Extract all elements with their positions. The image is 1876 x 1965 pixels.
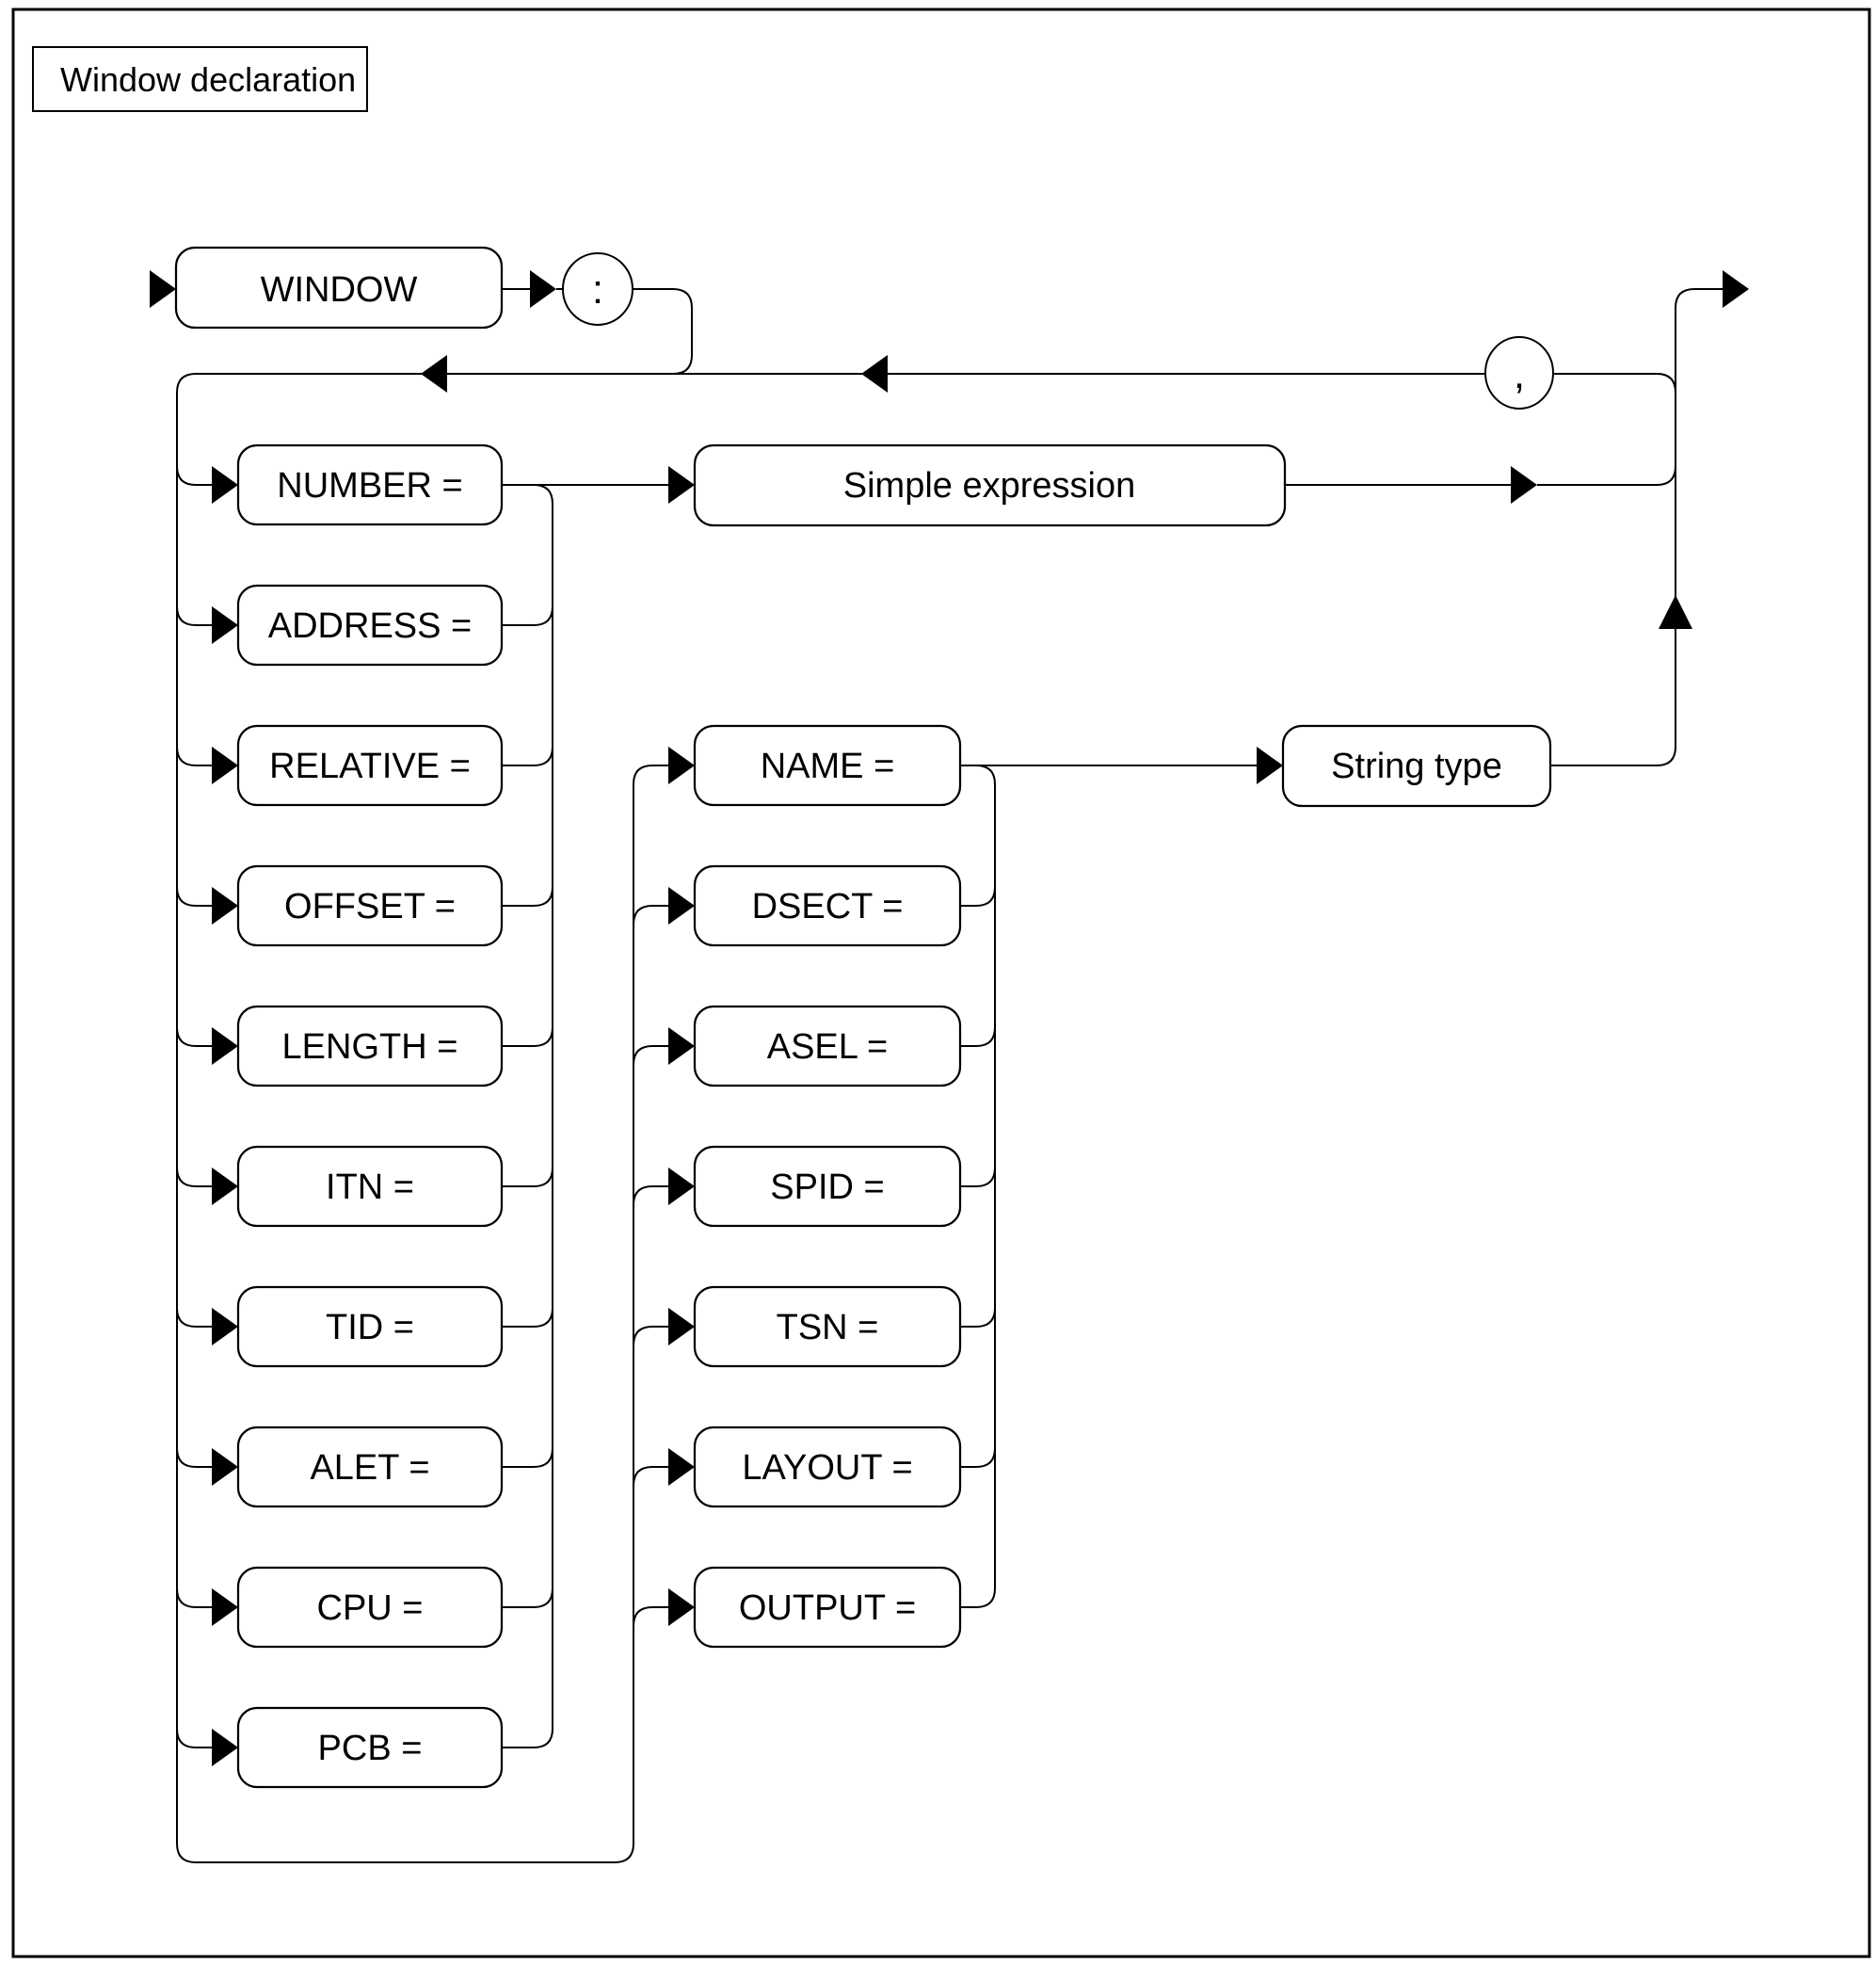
exit-arrow-icon [1723,270,1749,308]
keyword-box-window [174,246,504,330]
keyword-label-address: ADDRESS = [268,606,472,646]
right-branch-rails [633,765,668,1627]
colon-separator-label: : [592,266,603,313]
arrow-into-address-icon [212,606,238,644]
rail-string-type-join [1550,746,1676,766]
return-arrow-left-2-icon [861,355,888,393]
left-collector-rails [502,484,553,1748]
rail-simple-expression-join [1537,465,1676,486]
arrow-into-pcb-icon [212,1729,238,1766]
keyword-label-output: OUTPUT = [739,1588,916,1628]
comma-separator-label: , [1514,351,1525,397]
rail-colon-drop [633,288,693,375]
keyword-label-name: NAME = [761,747,895,786]
keyword-label-pcb: PCB = [318,1729,423,1768]
arrow-into-layout-icon [668,1448,695,1486]
title-box [32,46,368,112]
left-branch-rails [176,465,212,1748]
keyword-label-layout: LAYOUT = [742,1448,912,1488]
arrow-into-output-icon [668,1588,695,1626]
reference-label-simple-expression: Simple expression [843,466,1135,506]
arrow-into-alet-icon [212,1448,238,1486]
rail-loop-and-trunks [176,373,1676,1863]
trunk-up-arrow-icon [1659,595,1692,629]
arrow-into-relative-icon [212,747,238,784]
reference-label-string-type: String type [1331,747,1502,786]
arrow-into-colon-icon [530,270,556,308]
keyword-label-tid: TID = [326,1308,414,1347]
keyword-label-alet: ALET = [310,1448,429,1488]
keyword-label-tsn: TSN = [777,1308,879,1347]
comma-separator-circle [1484,336,1554,410]
right-collector-rails [960,765,996,1608]
keyword-label-window: WINDOW [261,270,418,310]
keyword-label-spid: SPID = [770,1168,884,1207]
rail-exit-trunk [1675,288,1723,747]
keyword-label-relative: RELATIVE = [269,747,471,786]
keyword-label-cpu: CPU = [317,1588,424,1628]
arrow-into-number-icon [212,466,238,504]
right-option-boxes: NAME = DSECT = ASEL = SPID = TSN = LAYOU… [693,724,962,1649]
arrow-into-dsect-icon [668,887,695,925]
arrow-into-string-type-icon [1257,747,1283,784]
arrow-into-cpu-icon [212,1588,238,1626]
keyword-label-dsect: DSECT = [752,887,904,926]
keyword-label-asel: ASEL = [767,1027,889,1067]
keyword-label-length: LENGTH = [282,1027,458,1067]
arrow-into-asel-icon [668,1027,695,1065]
arrow-into-length-icon [212,1027,238,1065]
arrow-into-simple-expression-icon [668,466,695,504]
arrow-into-tid-icon [212,1308,238,1345]
start-arrow-icon [150,270,176,308]
arrow-into-name-icon [668,747,695,784]
arrow-into-itn-icon [212,1168,238,1205]
arrow-into-offset-icon [212,887,238,925]
title-label: Window declaration [60,60,356,99]
page-border [11,8,1871,1958]
return-arrow-left-1-icon [421,355,447,393]
arrow-simple-expression-exit-icon [1511,466,1537,504]
arrow-into-spid-icon [668,1168,695,1205]
keyword-label-itn: ITN = [326,1168,414,1207]
arrow-into-tsn-icon [668,1308,695,1345]
left-option-boxes: NUMBER = ADDRESS = RELATIVE = OFFSET = L… [236,443,504,1789]
diagram-title: Window declaration [32,46,368,112]
keyword-label-number: NUMBER = [277,466,462,506]
keyword-label-offset: OFFSET = [284,887,456,926]
